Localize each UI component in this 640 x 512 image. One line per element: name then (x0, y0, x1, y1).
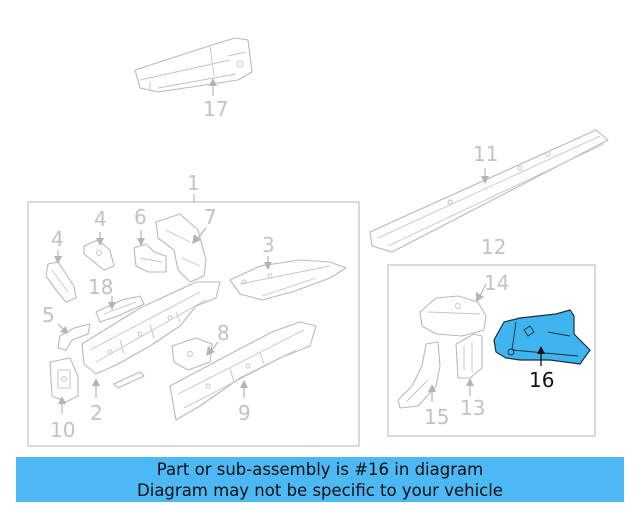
banner-line-2: Diagram may not be specific to your vehi… (137, 480, 503, 500)
part-6[interactable] (133, 243, 167, 273)
callout-3: 3 (262, 233, 275, 257)
callout-5: 5 (42, 303, 55, 327)
part-16-highlighted[interactable] (493, 309, 591, 365)
callout-4-upper: 4 (94, 207, 107, 231)
callout-9: 9 (238, 401, 251, 425)
callout-13: 13 (460, 396, 485, 420)
part-11[interactable] (369, 129, 609, 253)
callout-7: 7 (204, 205, 217, 229)
callout-16-highlighted: 16 (529, 368, 554, 392)
part-2[interactable] (81, 281, 221, 375)
part-5[interactable] (57, 323, 91, 351)
callout-1: 1 (187, 171, 200, 195)
callout-17: 17 (203, 97, 228, 121)
part-13[interactable] (455, 333, 483, 379)
part-15[interactable] (397, 341, 441, 409)
callout-15: 15 (424, 405, 449, 429)
group-box-12 (387, 264, 596, 437)
part-4-left[interactable] (45, 261, 77, 303)
callout-4-left: 4 (51, 227, 64, 251)
leaders (54, 78, 545, 414)
callout-14: 14 (484, 271, 509, 295)
callout-8: 8 (217, 321, 230, 345)
callout-2: 2 (90, 401, 103, 425)
callout-18: 18 (88, 275, 113, 299)
part-14[interactable] (419, 295, 487, 337)
callout-numbers: 17 11 1 12 4 6 7 4 3 14 18 5 8 2 9 10 15… (42, 97, 554, 442)
part-9[interactable] (169, 321, 317, 421)
callout-11: 11 (473, 142, 498, 166)
part-7[interactable] (155, 213, 207, 283)
part-17[interactable] (134, 37, 253, 93)
part-18[interactable] (95, 295, 145, 323)
bracket-small[interactable] (113, 371, 145, 389)
part-4-upper[interactable] (83, 239, 115, 271)
info-banner: Part or sub-assembly is #16 in diagram D… (16, 457, 624, 502)
callout-6: 6 (134, 205, 147, 229)
part-8[interactable] (171, 337, 213, 371)
callout-10: 10 (50, 418, 75, 442)
banner-line-1: Part or sub-assembly is #16 in diagram (156, 459, 484, 479)
part-3[interactable] (229, 259, 347, 301)
part-10[interactable] (49, 357, 79, 403)
callout-12: 12 (481, 235, 506, 259)
